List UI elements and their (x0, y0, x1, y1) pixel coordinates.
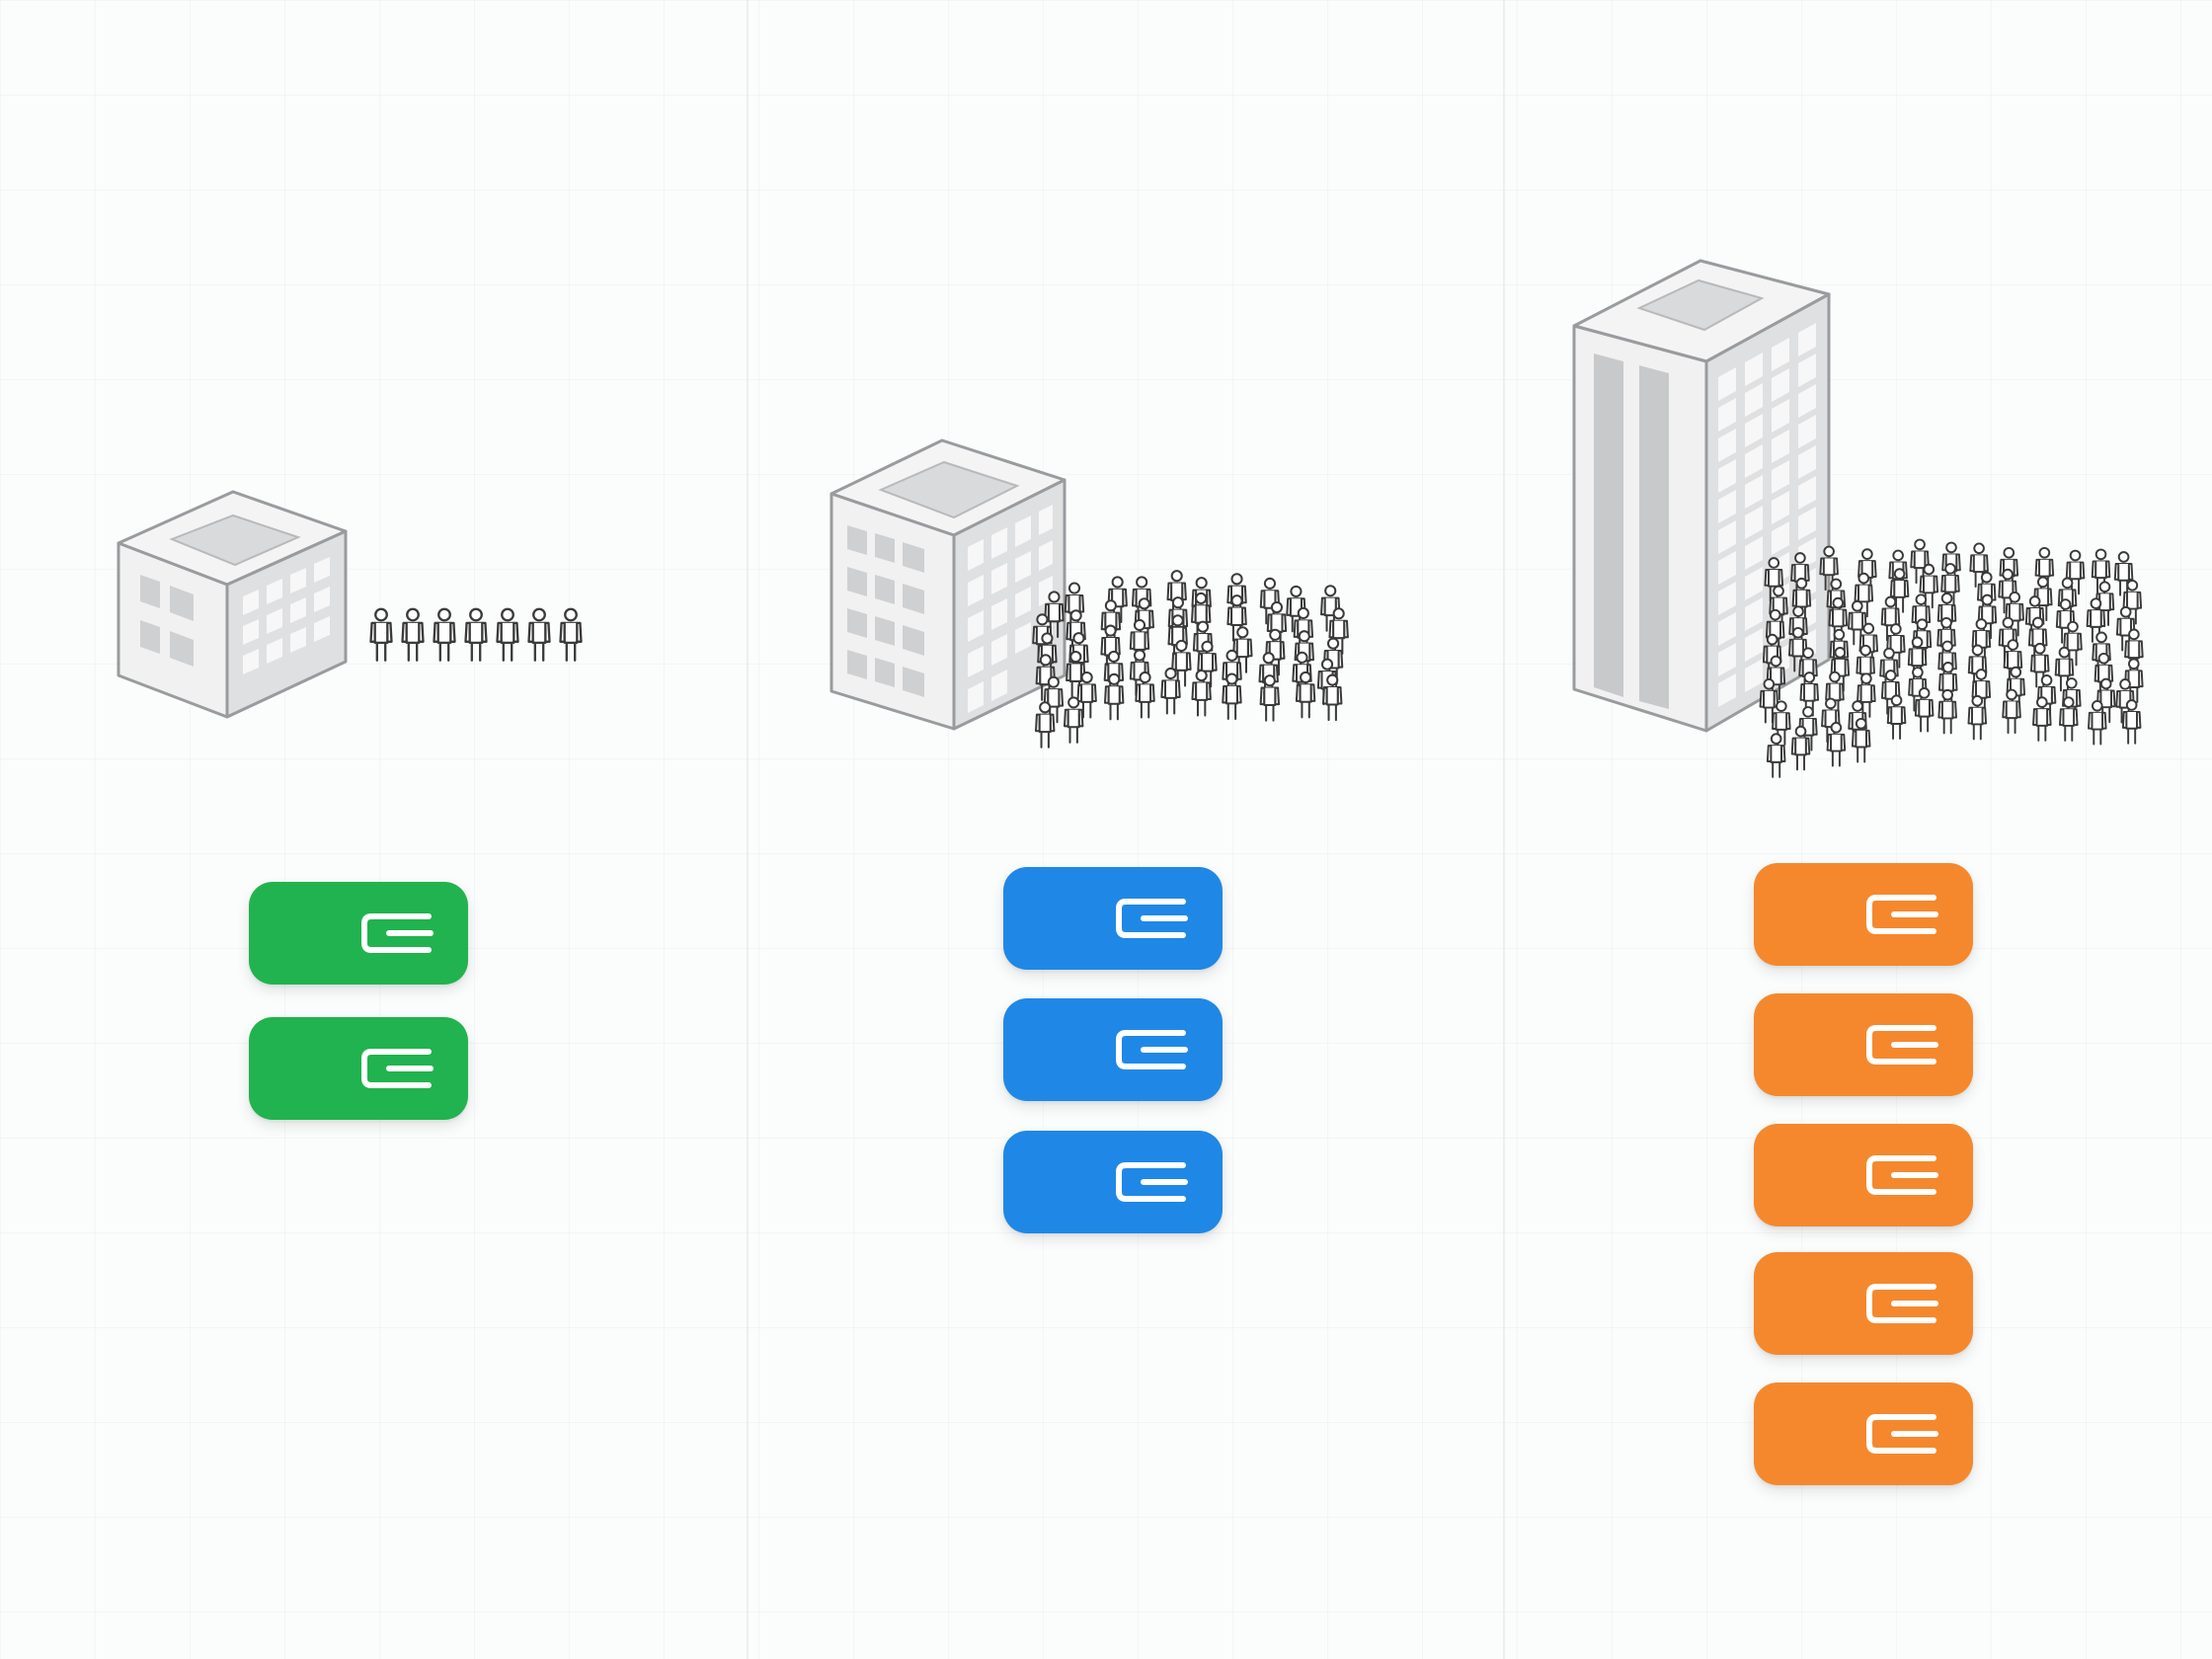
panel-divider (747, 0, 749, 1659)
person-icon (1295, 671, 1316, 719)
tier-button[interactable] (1754, 863, 1973, 966)
person-icon (1063, 696, 1084, 744)
wallet-icon (1866, 1414, 1938, 1454)
person-icon (2086, 597, 2106, 643)
person-icon (2088, 699, 2107, 746)
wallet-icon (1866, 1284, 1938, 1323)
person-icon (1160, 667, 1181, 715)
person-icon (1914, 687, 1935, 733)
person-icon (1907, 636, 1928, 682)
person-icon (1828, 596, 1849, 643)
person-icon (1166, 570, 1187, 617)
wallet-icon (361, 1049, 434, 1088)
person-icon (1259, 674, 1281, 722)
person-icon (1799, 672, 1820, 717)
person-icon (1910, 538, 1930, 585)
tier-button[interactable] (1003, 998, 1223, 1101)
panel-medium (747, 0, 1503, 1659)
person-icon (1967, 694, 1988, 741)
wallet-icon (1866, 1025, 1938, 1065)
tier-button[interactable] (1754, 1382, 1973, 1485)
person-icon (1764, 557, 1784, 602)
person-icon (2113, 551, 2134, 596)
person-icon (1971, 618, 1992, 664)
tier-button[interactable] (249, 882, 468, 985)
person-icon (1035, 701, 1056, 749)
tier-button[interactable] (1754, 1252, 1973, 1355)
person-icon (1103, 672, 1125, 721)
person-icon (369, 607, 393, 662)
person-icon (2122, 579, 2143, 625)
person-icon (1856, 672, 1876, 718)
person-icon (1856, 644, 1875, 690)
person-icon (1232, 626, 1253, 673)
person-icon (1259, 577, 1281, 625)
person-icon (1791, 577, 1812, 623)
person-icon (527, 607, 551, 662)
wallet-icon (1116, 1030, 1188, 1069)
person-icon (1766, 733, 1786, 778)
person-icon (2002, 688, 2021, 735)
person-icon (1322, 673, 1343, 722)
person-icon (401, 607, 425, 662)
person-icon (2032, 696, 2052, 742)
panel-small (0, 0, 747, 1659)
person-icon (2063, 620, 2083, 667)
person-icon (1226, 594, 1247, 642)
small-team-icon (369, 607, 583, 662)
panel-large (1503, 0, 2212, 1659)
person-icon (1772, 700, 1791, 746)
person-icon (2065, 549, 2086, 595)
panel-divider (1503, 0, 1505, 1659)
tier-button[interactable] (1003, 867, 1223, 970)
person-icon (1766, 655, 1786, 701)
person-icon (1886, 694, 1907, 740)
person-icon (559, 607, 583, 662)
person-icon (1222, 672, 1242, 721)
person-icon (1798, 647, 1818, 692)
person-icon (1826, 721, 1847, 767)
person-icon (1171, 639, 1192, 687)
person-icon (1135, 671, 1155, 719)
person-icon (1851, 717, 1871, 763)
small-office-building-icon (117, 490, 348, 719)
person-icon (1076, 671, 1097, 719)
wallet-icon (1866, 895, 1938, 934)
wallet-icon (361, 913, 434, 953)
person-icon (1971, 669, 1992, 714)
person-icon (1889, 568, 1910, 613)
person-icon (1191, 670, 1212, 717)
person-icon (1064, 582, 1085, 630)
tier-button[interactable] (1754, 993, 1973, 1096)
wallet-icon (1866, 1155, 1938, 1195)
person-icon (1819, 545, 1839, 592)
person-icon (1266, 600, 1288, 649)
person-icon (1940, 563, 1960, 608)
tier-button[interactable] (249, 1017, 468, 1120)
person-icon (2121, 699, 2142, 745)
large-crowd-icon (1759, 538, 2144, 778)
tier-button[interactable] (1754, 1124, 1973, 1226)
medium-crowd-icon (1032, 570, 1349, 749)
person-icon (2029, 642, 2050, 688)
person-icon (464, 607, 488, 662)
person-icon (1129, 618, 1150, 667)
person-icon (1937, 688, 1957, 735)
person-icon (1790, 725, 1811, 771)
person-icon (496, 607, 519, 662)
tier-button[interactable] (1003, 1131, 1223, 1233)
wallet-icon (1116, 899, 1188, 938)
person-icon (1919, 563, 1939, 609)
person-icon (2091, 548, 2111, 594)
wallet-icon (1116, 1162, 1188, 1202)
person-icon (2059, 696, 2079, 742)
person-icon (2115, 605, 2136, 652)
person-icon (1190, 592, 1212, 640)
person-icon (433, 607, 456, 662)
